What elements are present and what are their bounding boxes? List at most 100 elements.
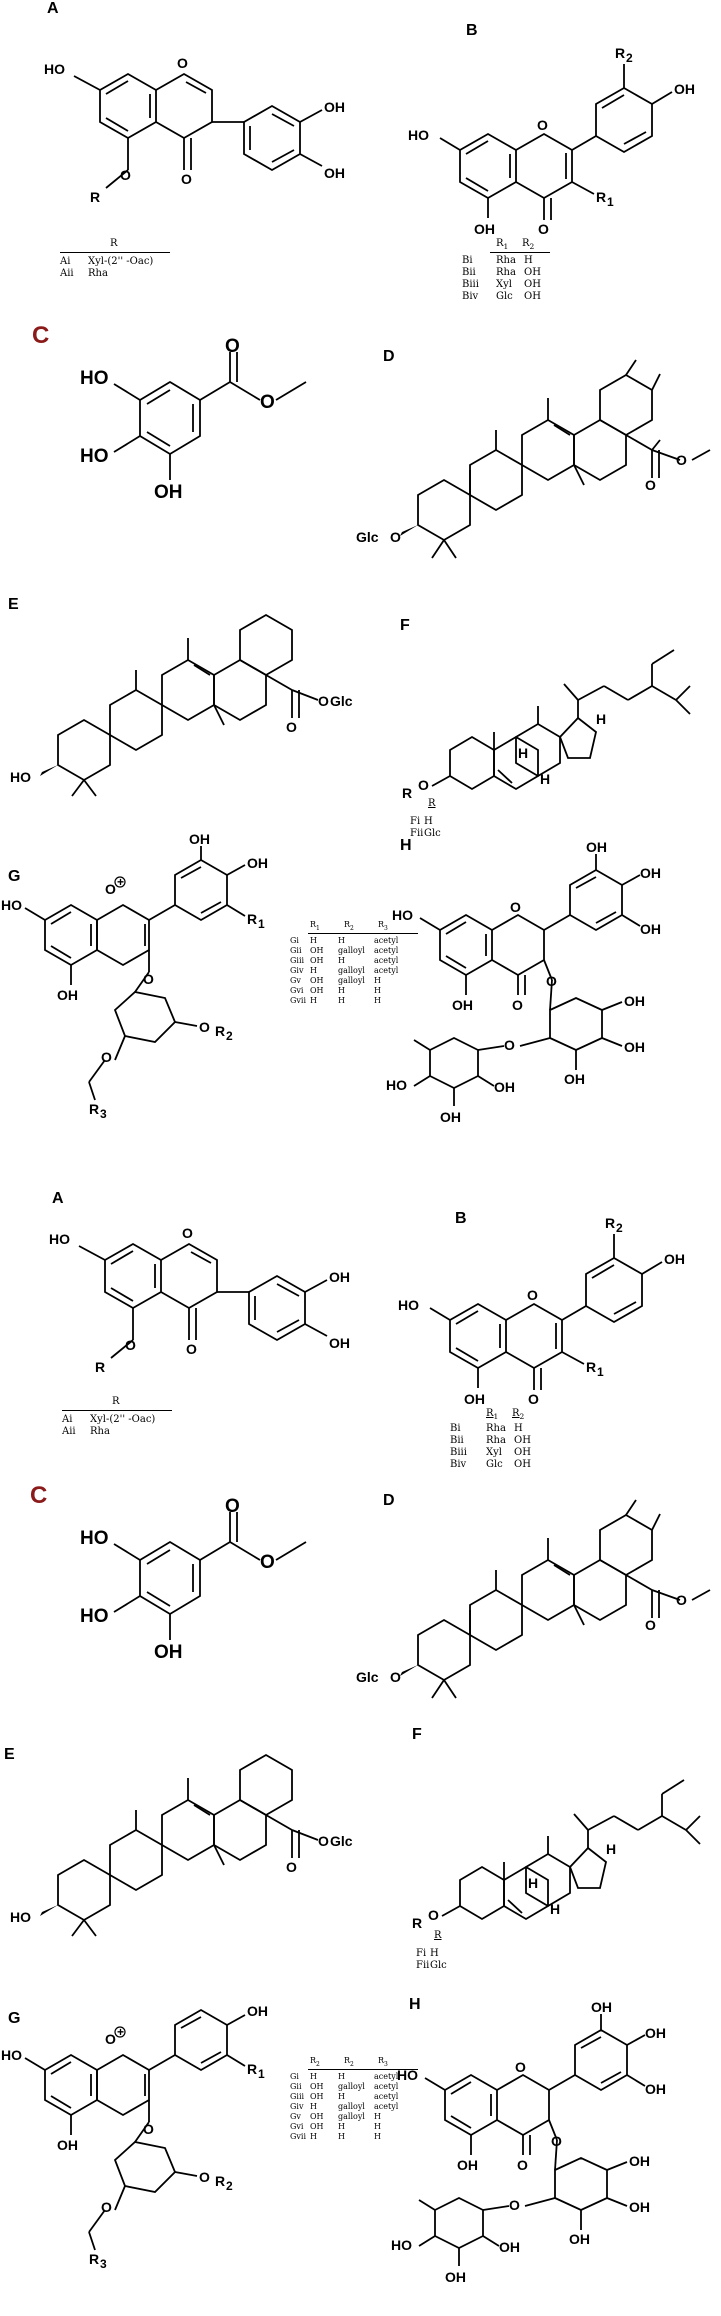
atom-label: O	[509, 2197, 520, 2213]
atom-label: OH	[329, 1335, 350, 1351]
atom-label: R	[89, 1101, 99, 1117]
atom-label: H	[550, 1901, 560, 1917]
atom-label: OH	[499, 2239, 520, 2255]
atom-label: R	[412, 1915, 422, 1931]
atom-label: 1	[597, 1365, 604, 1379]
atom-label: OH	[624, 1039, 645, 1055]
atom-label: O	[101, 2199, 112, 2215]
atom-label: O	[428, 1907, 439, 1923]
atom-label: HO	[391, 2237, 412, 2253]
atom-label: HO	[80, 368, 109, 389]
atom-label: O	[318, 693, 329, 709]
panel-label-d: D	[383, 1492, 395, 1509]
atom-label: O	[538, 221, 549, 237]
atom-label: R	[586, 1359, 596, 1375]
panel-label-a: A	[47, 0, 59, 17]
atom-label: HO	[80, 446, 109, 467]
atom-label: HO	[44, 61, 65, 77]
atom-label: OH	[464, 1391, 485, 1407]
atom-label: O	[225, 336, 240, 357]
atom-label: O	[181, 171, 192, 187]
atom-label: OH	[440, 1109, 461, 1125]
triterpenoid-glc-structure-d: O O O Glc	[356, 1499, 711, 1699]
atom-label: +	[117, 2025, 124, 2039]
atom-label: O	[182, 1225, 193, 1241]
atom-label: O	[512, 997, 523, 1013]
methyl-gallate-structure-c: O O HO HO OH	[80, 1496, 307, 1663]
anthocyanin-structure-g: O + HO OH O OH R 1 O R 2 O R 3	[1, 2003, 268, 2271]
atom-label: Glc	[356, 529, 379, 545]
atom-label: HO	[49, 1231, 70, 1247]
atom-label: O	[120, 167, 131, 183]
atom-label: 2	[626, 51, 633, 65]
panel-label-g: G	[8, 868, 21, 885]
table-header: R	[110, 238, 118, 249]
atom-label: O	[510, 899, 521, 915]
atom-label: R	[89, 2251, 99, 2267]
atom-label: OH	[452, 997, 473, 1013]
atom-label: OH	[624, 993, 645, 1009]
atom-label: OH	[57, 2137, 78, 2153]
atom-label: Glc	[330, 693, 353, 709]
panel-label-f: F	[412, 1726, 422, 1743]
atom-label: OH	[640, 921, 661, 937]
triterpenoid-ester-structure-e: O O Glc HO	[10, 1753, 353, 1937]
atom-label: H	[528, 1875, 538, 1891]
atom-label: O	[645, 477, 656, 493]
atom-label: HO	[10, 769, 31, 785]
atom-label: O	[504, 1037, 515, 1053]
atom-label: O	[546, 973, 557, 989]
triterpenoid-ester-structure-e: O O Glc HO	[10, 613, 353, 797]
atom-label: O	[186, 1341, 197, 1357]
atom-label: HO	[397, 2067, 418, 2083]
atom-label: O	[143, 2121, 154, 2137]
atom-label: O	[125, 1337, 136, 1353]
panel-label-a: A	[52, 1190, 64, 1207]
atom-label: H	[518, 745, 528, 761]
atom-label: 1	[258, 917, 265, 931]
atom-label: O	[199, 2169, 210, 2185]
atom-label: O	[528, 1391, 539, 1407]
atom-label: O	[537, 117, 548, 133]
panel-label-g: G	[8, 2010, 21, 2027]
atom-label: 1	[258, 2067, 265, 2081]
atom-label: 3	[100, 1107, 107, 1121]
atom-label: OH	[247, 2003, 268, 2019]
atom-label: R	[402, 785, 412, 801]
atom-label: O	[390, 1669, 401, 1685]
atom-label: R	[90, 189, 100, 205]
atom-label: HO	[1, 2047, 22, 2063]
atom-label: OH	[154, 482, 183, 503]
atom-label: O	[418, 777, 429, 793]
atom-label: OH	[564, 1071, 585, 1087]
atom-label: O	[676, 1592, 687, 1608]
atom-label: OH	[674, 81, 695, 97]
atom-label: Glc	[356, 1669, 379, 1685]
panel-label-c: C	[30, 1482, 48, 1509]
atom-label: 2	[226, 1029, 233, 1043]
atom-label: HO	[386, 1077, 407, 1093]
flavonol-structure-b: HO O O OH R 1 R 2 OH	[408, 45, 695, 237]
atom-label: OH	[645, 2025, 666, 2041]
atom-label: 1	[607, 195, 614, 209]
figure-copy-bottom: A B C D E F G H HO O	[0, 1190, 721, 2316]
atom-label: OH	[457, 2157, 478, 2173]
atom-label: O	[225, 1496, 240, 1517]
atom-label: OH	[247, 855, 268, 871]
atom-label: O	[515, 2059, 526, 2075]
atom-label: R	[95, 1359, 105, 1375]
atom-label: R	[247, 911, 257, 927]
atom-label: HO	[1, 897, 22, 913]
panel-label-c: C	[32, 322, 50, 349]
atom-label: O	[105, 881, 116, 897]
atom-label: R	[605, 1215, 615, 1231]
atom-label: O	[177, 55, 188, 71]
atom-label: O	[645, 1617, 656, 1633]
atom-label: +	[117, 875, 124, 889]
atom-label: HO	[408, 127, 429, 143]
